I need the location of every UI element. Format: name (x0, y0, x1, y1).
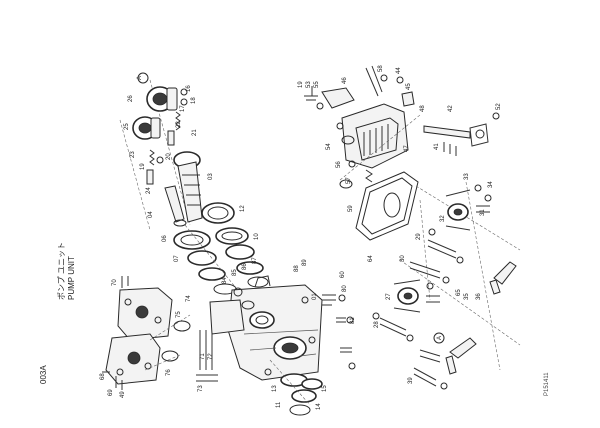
callout: 10 (254, 233, 260, 240)
callout: 71 (200, 353, 206, 360)
section-code: 003A (39, 365, 48, 384)
callout: 42 (448, 105, 454, 112)
callout: 22 (176, 121, 182, 128)
callout: 25 (124, 123, 130, 130)
callout: 01 (312, 293, 318, 300)
callout: 24 (146, 187, 152, 194)
title-english: PUMP UNIT (67, 256, 76, 300)
callout: 36 (476, 293, 482, 300)
callout-labels: A 25 26 16 18 17 22 21 23 19 20 24 03 04… (100, 65, 502, 410)
callout: 39 (408, 377, 414, 384)
callout: 20 (166, 153, 172, 160)
callout: 70 (112, 279, 118, 286)
callout: 30 (400, 255, 406, 262)
callout: 56 (336, 161, 342, 168)
callout: 46 (342, 77, 348, 84)
callout: 48 (420, 105, 426, 112)
callout: 57 (346, 177, 352, 184)
callout: A (137, 76, 143, 80)
callout: 58 (378, 65, 384, 72)
callout: 69 (108, 389, 114, 396)
callout: 88 (294, 265, 300, 272)
callout: 33 (464, 173, 470, 180)
upper-left-spool-group (119, 79, 235, 231)
callout: 03 (208, 173, 214, 180)
callout: 28 (374, 321, 380, 328)
callout: 41 (434, 143, 440, 150)
callout: 86 (242, 263, 248, 270)
callout: 49 (120, 391, 126, 398)
callout: 31 (480, 209, 486, 216)
callout: 16 (186, 85, 192, 92)
callout: 76 (166, 369, 172, 376)
callout: 06 (162, 235, 168, 242)
callout: 04 (148, 211, 154, 218)
callout: 35 (464, 293, 470, 300)
callout: 85 (232, 269, 238, 276)
callout: 15 (322, 385, 328, 392)
upper-right-valve-block (304, 65, 500, 189)
callout: 87 (252, 257, 258, 264)
callout: 19 (140, 163, 146, 170)
callout: 84 (222, 277, 228, 284)
callout: 52 (496, 103, 502, 110)
callout: 23 (130, 151, 136, 158)
callout: 45 (406, 83, 412, 90)
figure-code: P151411 (544, 372, 550, 396)
callout: 32 (440, 215, 446, 222)
central-pump-housing (209, 275, 356, 416)
callout: 73 (198, 385, 204, 392)
callout: 27 (386, 293, 392, 300)
callout: 44 (396, 67, 402, 74)
callout: 26 (128, 95, 134, 102)
callout: 21 (192, 129, 198, 136)
callout: 65 (456, 289, 462, 296)
callout: 72 (208, 353, 214, 360)
callout: 19 (298, 81, 304, 88)
callout: 14 (316, 403, 322, 410)
callout: 07 (174, 255, 180, 262)
callout: 59 (348, 205, 354, 212)
callout: 60 (340, 271, 346, 278)
title-japanese: ポンプ ユニット (57, 242, 66, 300)
callout: 81 (350, 317, 356, 324)
callout: 80 (342, 285, 348, 292)
callout: 75 (176, 311, 182, 318)
gasket-plate (355, 171, 419, 241)
callout: 11 (276, 401, 282, 408)
callout: 29 (416, 233, 422, 240)
callout: 34 (488, 181, 494, 188)
callout: 55 (314, 81, 320, 88)
right-linkage-group (372, 181, 521, 390)
left-valve-body (102, 276, 218, 390)
callout: 64 (368, 255, 374, 262)
callout: 53 (306, 81, 312, 88)
callout: 74 (186, 295, 192, 302)
callout: A (437, 336, 443, 340)
callout: 54 (326, 143, 332, 150)
callout: 89 (302, 259, 308, 266)
callout: 68 (100, 373, 106, 380)
callout: 12 (240, 205, 246, 212)
callout: 47 (404, 145, 410, 152)
callout: 17 (180, 105, 186, 112)
callout: 18 (191, 97, 197, 104)
callout: 13 (272, 385, 278, 392)
